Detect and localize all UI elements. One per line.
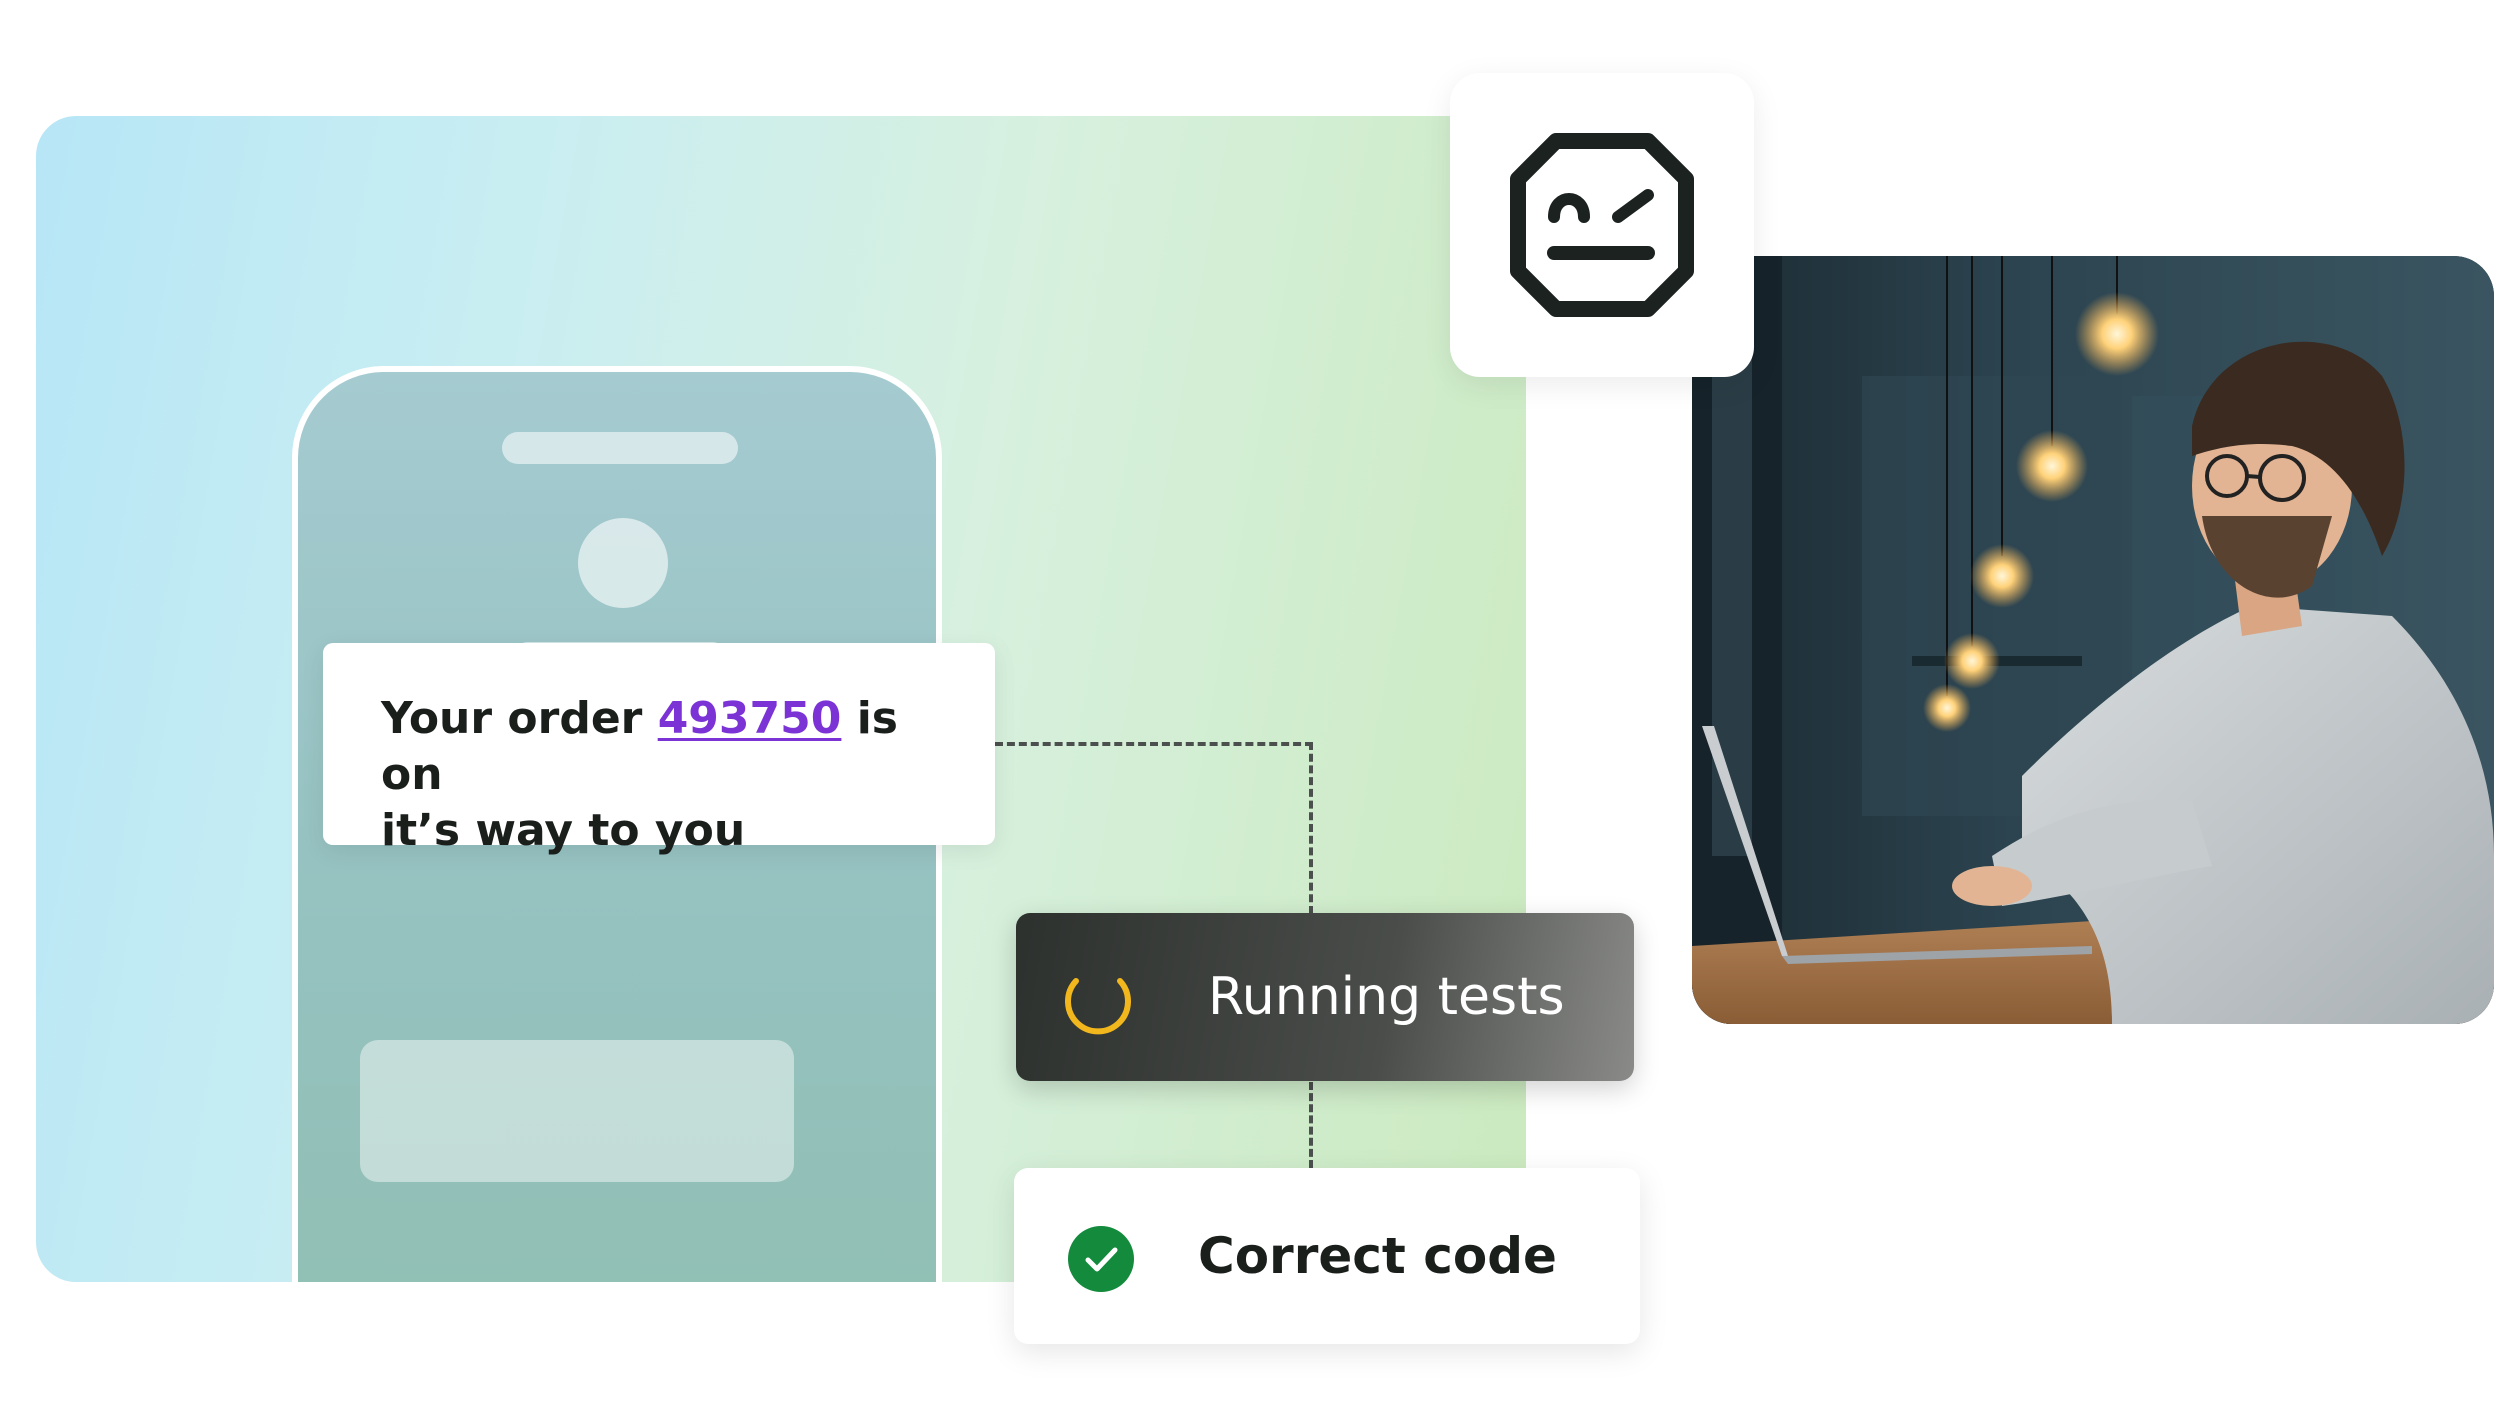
order-text-prefix: Your order	[381, 693, 658, 744]
running-tests-status: Running tests	[1016, 913, 1634, 1081]
order-text-line2: it’s way to you	[381, 805, 746, 856]
correct-code-status: Correct code	[1014, 1168, 1640, 1344]
robot-face-logo-icon	[1510, 133, 1694, 317]
connector-dashed-horizontal	[995, 742, 1313, 746]
loading-spinner-icon	[1065, 978, 1131, 1035]
phone-button-placeholder	[360, 1040, 794, 1182]
running-tests-label: Running tests	[1208, 967, 1565, 1027]
order-number-link[interactable]: 493750	[657, 693, 842, 744]
correct-code-label: Correct code	[1198, 1227, 1557, 1285]
phone-status-bar-placeholder	[502, 432, 738, 464]
order-text-suffix: is on	[381, 693, 898, 800]
check-circle-icon	[1068, 1226, 1134, 1292]
person-at-laptop-photo	[1692, 256, 2494, 1024]
photo-scene	[1692, 256, 2494, 1024]
robot-logo-tile	[1450, 73, 1754, 377]
phone-avatar-placeholder	[578, 518, 668, 608]
connector-dashed-vertical-top	[1309, 742, 1313, 914]
connector-dashed-vertical-bottom	[1309, 1082, 1313, 1168]
